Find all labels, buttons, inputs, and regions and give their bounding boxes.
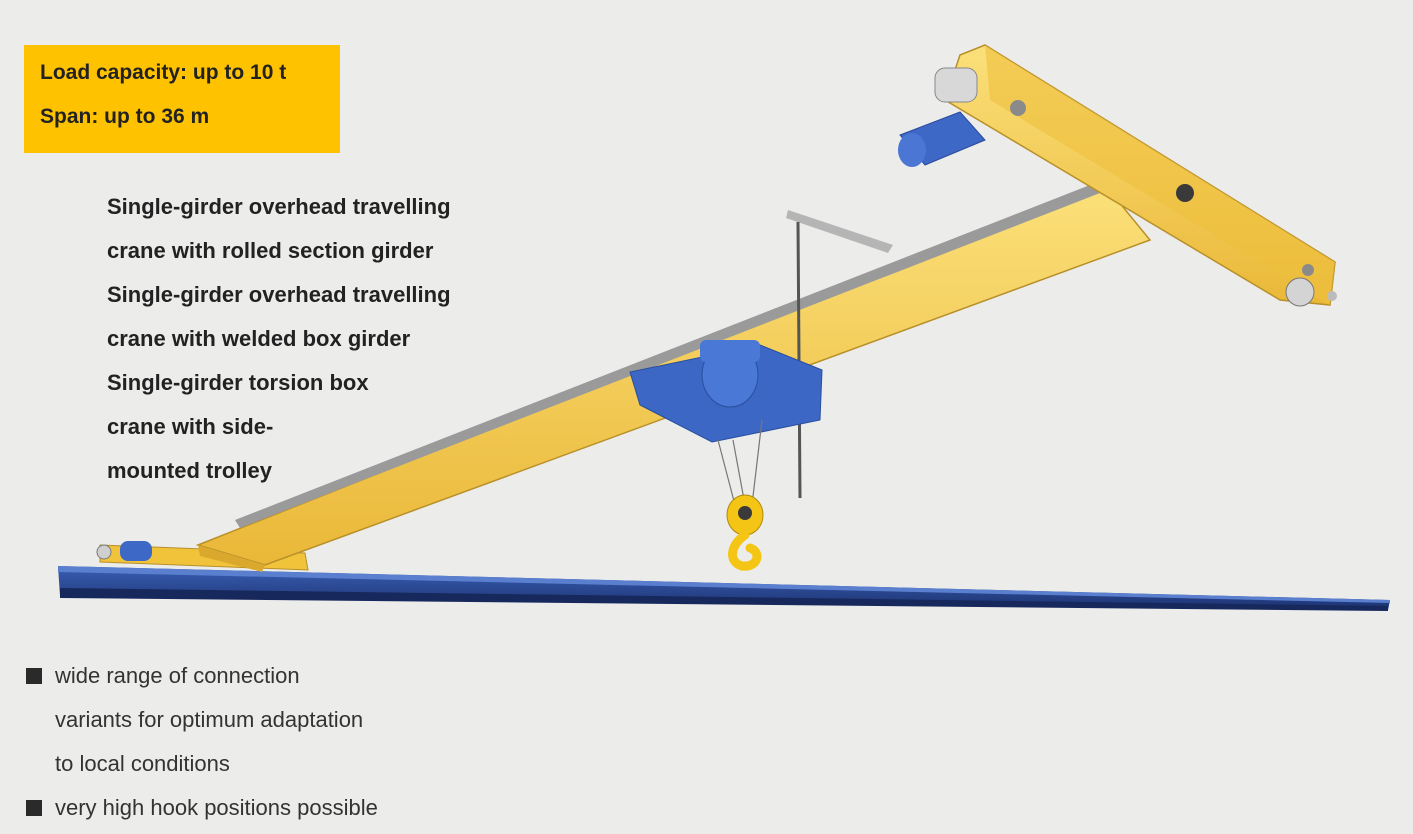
feature-text: wide range of connection — [55, 663, 300, 688]
feature-item: wide range of connection — [26, 658, 378, 702]
crane-type-line: Single-girder overhead travelling — [107, 194, 451, 219]
feature-item: very high hook positions possible — [26, 790, 378, 834]
crane-type-line: mounted trolley — [107, 458, 273, 483]
feature-text: to local conditions — [55, 751, 230, 776]
crane-types: Single-girder overhead travelling crane … — [107, 190, 451, 498]
control-pendant — [786, 210, 893, 499]
feature-item-continuation: variants for optimum adaptation — [26, 702, 378, 746]
square-bullet-icon — [26, 800, 42, 816]
runway-rail — [58, 566, 1390, 611]
feature-list: wide range of connection variants for op… — [26, 658, 378, 834]
crane-type-line: Single-girder torsion box — [107, 370, 369, 395]
crane-type-line: Single-girder overhead travelling — [107, 282, 451, 307]
crane-type-line: crane with rolled section girder — [107, 238, 434, 263]
crane-type-line: crane with welded box girder — [107, 326, 411, 351]
specs-box: Load capacity: up to 10 t Span: up to 36… — [24, 45, 340, 153]
trolley-hoist — [629, 340, 823, 506]
feature-item-continuation: to local conditions — [26, 746, 378, 790]
span: Span: up to 36 m — [40, 105, 210, 128]
feature-text: very high hook positions possible — [55, 795, 378, 820]
crane-type-line: crane with side- — [107, 414, 274, 439]
feature-text: variants for optimum adaptation — [55, 707, 364, 732]
hook — [726, 494, 764, 571]
square-bullet-icon — [26, 668, 42, 684]
load-capacity: Load capacity: up to 10 t — [40, 61, 287, 84]
right-end-carriage — [898, 44, 1337, 307]
